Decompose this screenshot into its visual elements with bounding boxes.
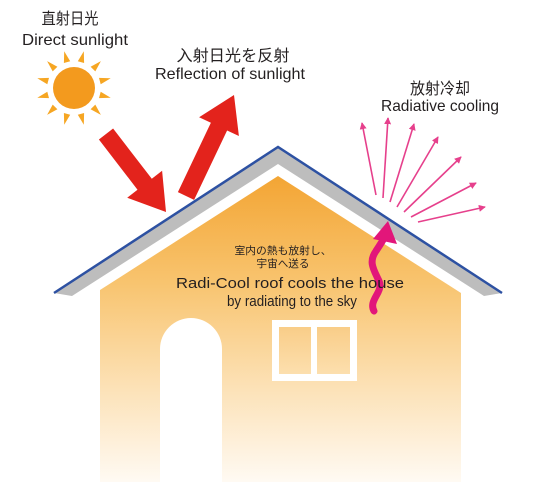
wavy-arrow-up-icon (368, 221, 397, 315)
door (160, 318, 222, 485)
sun-disk (53, 67, 95, 109)
radiation-arrow (382, 117, 392, 199)
radiating-arrows-icon (359, 117, 486, 223)
window-pane-right (317, 327, 350, 374)
window (272, 320, 357, 381)
window-pane-left (279, 327, 311, 374)
radiation-arrow (403, 156, 462, 213)
sun-ray (77, 51, 85, 63)
direct-sunlight-label-ja: 直射日光 (42, 9, 99, 28)
reflection-label-en: Reflection of sunlight (155, 66, 306, 83)
sun-ray (90, 104, 101, 115)
house-caption-en-line1: Radi-Cool roof cools the house (176, 275, 404, 292)
direct-sunlight-label-en: Direct sunlight (22, 32, 129, 49)
sun-ray (47, 61, 58, 72)
roof-edge (53, 145, 503, 295)
sun-ray (99, 91, 111, 99)
house-caption-ja-line1: 室内の熱も放射し、 (235, 244, 332, 257)
sun-ray (63, 51, 71, 63)
sun-ray (63, 113, 71, 125)
heat-arrow-head (373, 221, 397, 244)
sun-ray (47, 104, 58, 115)
sun-ray (37, 91, 49, 99)
house-icon (53, 145, 503, 485)
radiation-arrow (417, 204, 486, 223)
sun-ray (99, 77, 111, 85)
sun-ray (37, 77, 49, 85)
sun-icon (37, 51, 111, 125)
radiation-arrow (389, 123, 416, 203)
radiation-arrow (396, 136, 439, 208)
radiation-arrow (359, 122, 377, 196)
radiation-arrow (410, 182, 477, 218)
sun-ray (90, 61, 101, 72)
house-caption-en-line2: by radiating to the sky (227, 293, 357, 310)
radiative-cooling-label-en: Radiative cooling (381, 98, 499, 115)
arrow-down-right-icon (98, 128, 166, 212)
house-caption-ja-line2: 宇宙へ送る (257, 257, 310, 270)
sun-rays (37, 51, 111, 125)
sun-ray (77, 113, 85, 125)
radiative-cooling-label-ja: 放射冷却 (410, 79, 470, 98)
heat-arrow-shaft (368, 234, 388, 315)
reflection-label-ja: 入射日光を反射 (177, 46, 290, 65)
arrow-up-right-icon (177, 95, 239, 200)
